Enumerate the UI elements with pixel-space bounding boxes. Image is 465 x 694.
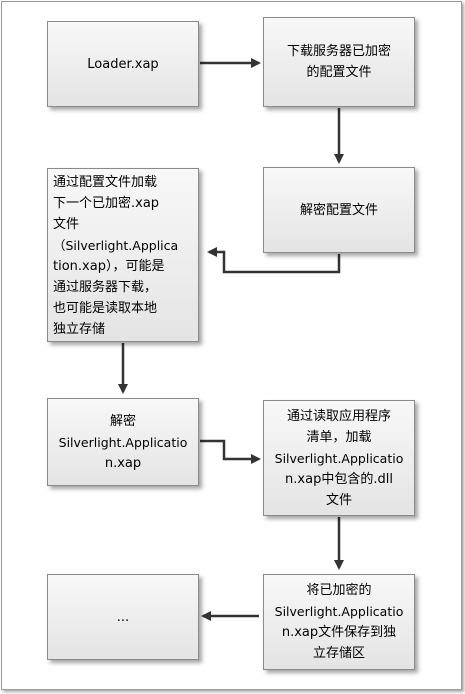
load-next-line-1: 通过配置文件加载 [53, 175, 158, 190]
save-isolated-line-4: 立存储区 [312, 646, 365, 661]
read-manifest-line-4: n.xap中包含的.dll [285, 471, 393, 487]
read-manifest-line-1: 通过读取应用程序 [286, 408, 391, 424]
decrypt-app-line-3: n.xap [104, 455, 142, 471]
save-isolated-line-3: n.xap文件保存到独 [281, 625, 397, 640]
read-manifest-line-3: Silverlight.Applicatio [274, 450, 404, 466]
save-isolated-line-2: Silverlight.Applicatio [274, 604, 404, 619]
decrypt-app-node: 解密 Silverlight.Applicatio n.xap [47, 398, 199, 486]
load-next-line-4: （Silverlight.Applica [53, 238, 179, 253]
load-next-line-2: 下一个已加密.xap [53, 196, 160, 211]
decrypt-config-node: 解密配置文件 [263, 167, 415, 253]
read-manifest-line-2: 清单，加载 [306, 429, 372, 445]
save-isolated-node: 将已加密的 Silverlight.Applicatio n.xap文件保存到独… [263, 574, 415, 670]
load-next-node: 通过配置文件加载 下一个已加密.xap 文件 （Silverlight.Appl… [47, 168, 199, 342]
arrow-decrypt-app-to-manifest [200, 439, 261, 464]
decrypt-app-line-1: 解密 [109, 413, 136, 429]
download-config-line-2: 的配置文件 [306, 65, 372, 80]
download-config-node: 下载服务器已加密 的配置文件 [263, 17, 415, 107]
save-isolated-line-1: 将已加密的 [306, 583, 372, 598]
load-next-line-3: 文件 [53, 217, 80, 232]
decrypt-app-line-2: Silverlight.Applicatio [58, 434, 188, 450]
decrypt-config-label: 解密配置文件 [299, 202, 378, 218]
load-next-line-7: 也可能是读取本地 [53, 301, 158, 316]
arrow-decrypt-to-load-next [207, 247, 341, 274]
load-next-line-5: tion.xap），可能是 [53, 259, 165, 274]
read-manifest-node: 通过读取应用程序 清单，加载 Silverlight.Applicatio n.… [263, 400, 415, 516]
read-manifest-line-5: 文件 [325, 492, 352, 508]
ellipsis-label: ... [116, 609, 130, 625]
download-config-line-1: 下载服务器已加密 [286, 44, 391, 59]
loader-node: Loader.xap [47, 21, 199, 107]
ellipsis-node: ... [47, 574, 199, 660]
load-next-line-6: 通过服务器下载， [53, 280, 158, 295]
load-next-line-8: 独立存储 [53, 322, 106, 337]
loader-label: Loader.xap [87, 56, 159, 72]
